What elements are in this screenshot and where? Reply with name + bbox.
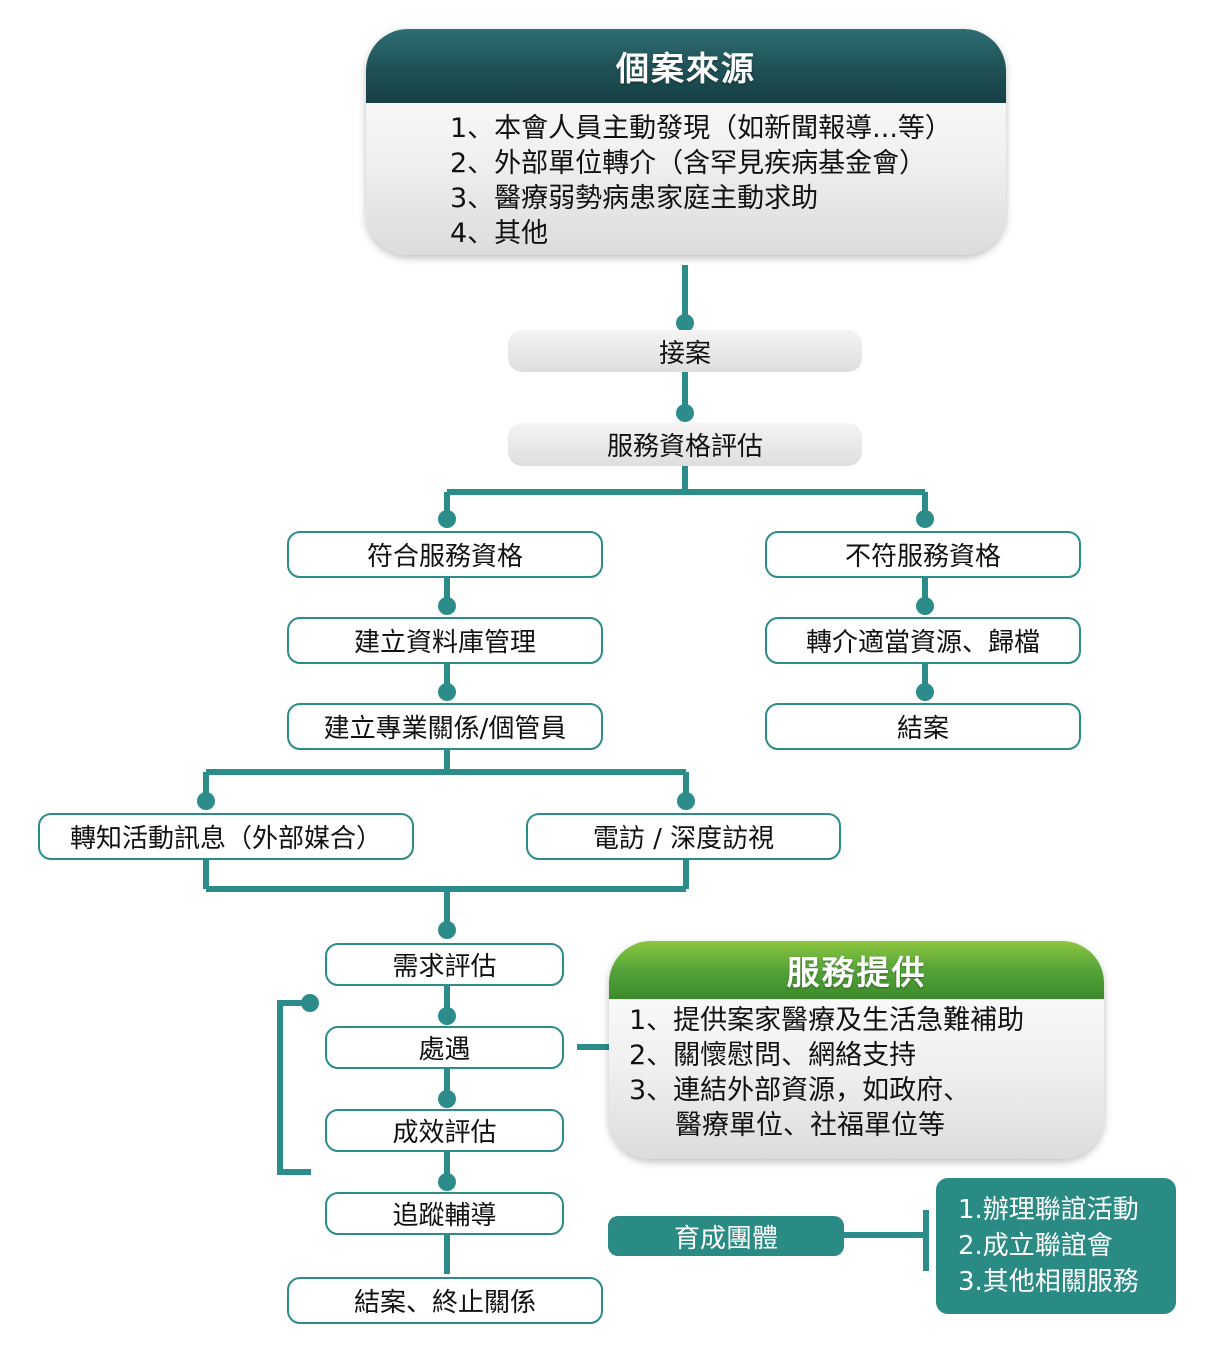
referral-archive-box: 轉介適當資源、歸檔 <box>765 617 1081 664</box>
eligibility-assessment-step: 服務資格評估 <box>508 423 862 466</box>
service-provision-list: 1、提供案家醫療及生活急難補助 2、關懷慰問、網絡支持 3、連結外部資源，如政府… <box>609 999 1104 1143</box>
case-source-item: 1、本會人員主動發現（如新聞報導...等） <box>450 113 952 144</box>
case-source-list: 1、本會人員主動發現（如新聞報導...等） 2、外部單位轉介（含罕見疾病基金會）… <box>366 103 1006 251</box>
not-eligible-box: 不符服務資格 <box>765 531 1081 578</box>
service-item: 醫療單位、社福單位等 <box>675 1110 945 1141</box>
database-management-box: 建立資料庫管理 <box>287 617 603 664</box>
case-source-panel: 個案來源 1、本會人員主動發現（如新聞報導...等） 2、外部單位轉介（含罕見疾… <box>366 29 1006 255</box>
group-services-box: 1.辦理聯誼活動 2.成立聯誼會 3.其他相關服務 <box>936 1178 1176 1314</box>
service-item: 2、關懷慰問、網絡支持 <box>629 1040 917 1071</box>
service-item: 3、連結外部資源，如政府、 <box>629 1075 971 1106</box>
intake-step: 接案 <box>508 330 862 372</box>
needs-assessment-box: 需求評估 <box>325 943 564 986</box>
service-provision-panel: 服務提供 1、提供案家醫療及生活急難補助 2、關懷慰問、網絡支持 3、連結外部資… <box>609 941 1104 1159</box>
group-service-item: 1.辦理聯誼活動 <box>958 1195 1139 1225</box>
group-cultivation-box: 育成團體 <box>608 1216 844 1256</box>
effect-evaluation-box: 成效評估 <box>325 1109 564 1152</box>
case-source-title: 個案來源 <box>366 29 1006 103</box>
case-source-item: 2、外部單位轉介（含罕見疾病基金會） <box>450 148 927 179</box>
eligible-box: 符合服務資格 <box>287 531 603 578</box>
close-case-box: 結案 <box>765 703 1081 750</box>
service-provision-title: 服務提供 <box>609 941 1104 999</box>
end-relationship-box: 結案、終止關係 <box>287 1277 603 1324</box>
treatment-box: 處遇 <box>325 1026 564 1069</box>
case-source-item: 4、其他 <box>450 218 549 249</box>
professional-relationship-box: 建立專業關係/個管員 <box>287 703 603 750</box>
activity-info-box: 轉知活動訊息（外部媒合） <box>38 813 414 860</box>
followup-counseling-box: 追蹤輔導 <box>325 1192 564 1235</box>
service-item: 1、提供案家醫療及生活急難補助 <box>629 1005 1025 1036</box>
group-service-item: 3.其他相關服務 <box>958 1267 1139 1297</box>
phone-visit-box: 電訪 / 深度訪視 <box>526 813 841 860</box>
case-source-item: 3、醫療弱勢病患家庭主動求助 <box>450 183 819 214</box>
group-service-item: 2.成立聯誼會 <box>958 1231 1113 1261</box>
